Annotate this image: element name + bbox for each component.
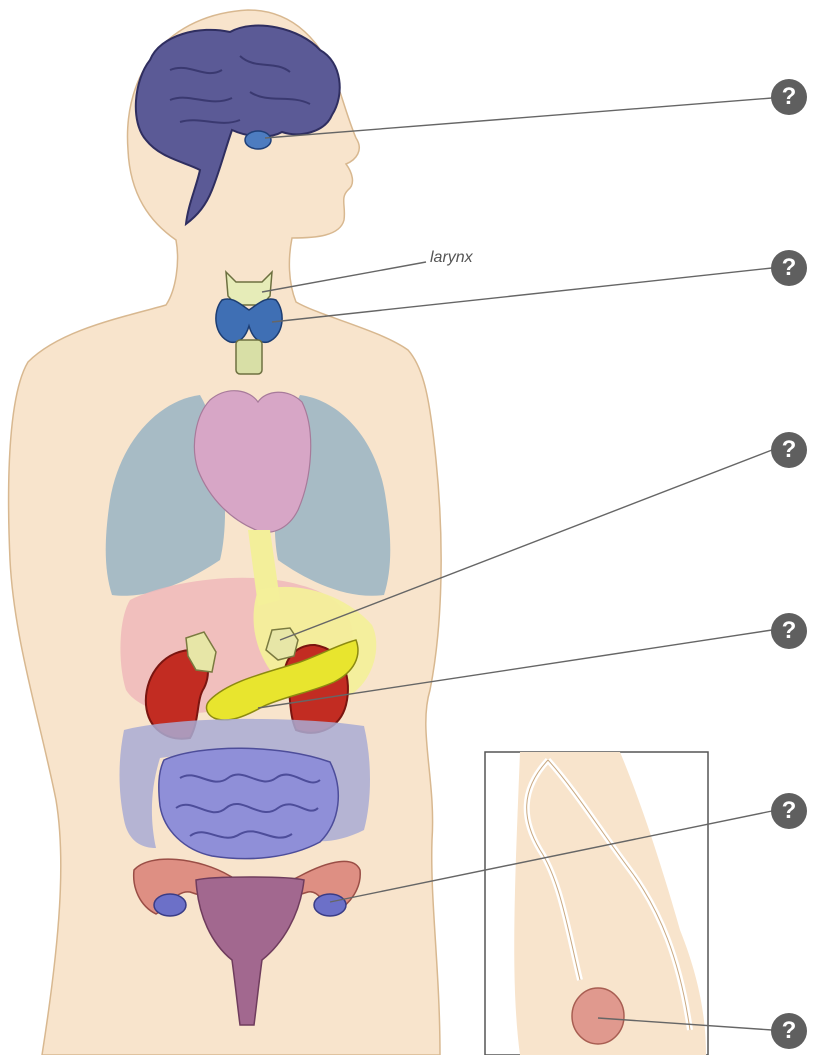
small-intestine — [159, 748, 338, 858]
question-marker-thyroid[interactable]: ? — [771, 250, 807, 286]
question-marker-pancreas[interactable]: ? — [771, 613, 807, 649]
testis — [572, 988, 624, 1044]
question-marker-adrenal[interactable]: ? — [771, 432, 807, 468]
question-marker-ovary[interactable]: ? — [771, 793, 807, 829]
left-ovary — [154, 894, 186, 916]
pituitary-gland — [245, 131, 271, 149]
larynx-label: larynx — [430, 249, 473, 267]
question-marker-testis[interactable]: ? — [771, 1013, 807, 1049]
question-marker-pituitary[interactable]: ? — [771, 79, 807, 115]
right-ovary — [314, 894, 346, 916]
trachea — [236, 340, 262, 374]
